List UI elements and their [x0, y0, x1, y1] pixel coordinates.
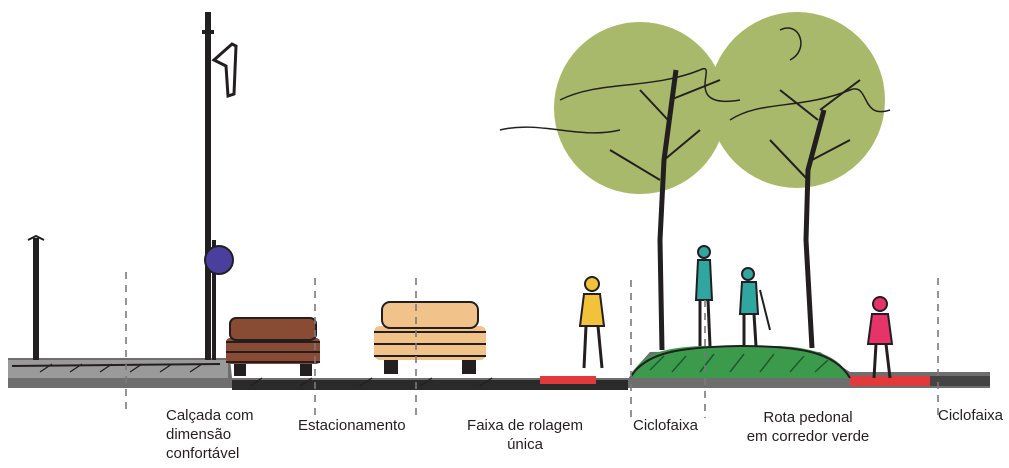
label-sidewalk-line-3: confortável: [166, 445, 240, 462]
label-bike-right: Ciclofaixa: [938, 406, 1003, 425]
label-parking-text: Estacionamento: [298, 417, 406, 434]
utility-pole: [202, 12, 238, 360]
label-lane: Faixa de rolagem única: [455, 416, 595, 454]
car-brown: [226, 317, 320, 376]
label-bike-right-text: Ciclofaixa: [938, 407, 1004, 424]
label-sidewalk-line-1: Calçada com: [166, 407, 254, 424]
label-bike-left-text: Ciclofaixa: [633, 417, 699, 434]
label-bike-left: Ciclofaixa: [633, 416, 698, 435]
traffic-sign: [204, 245, 234, 275]
person-yellow: [578, 276, 606, 369]
label-lane-line-2: única: [507, 436, 543, 453]
label-pedestrian: Rota pedonal em corredor verde: [738, 408, 878, 446]
label-pedestrian-line-1: Rota pedonal: [763, 409, 853, 426]
person-teal-2: [738, 267, 771, 347]
label-sidewalk-line-2: dimensão: [166, 426, 232, 443]
tree-canopies: [554, 12, 885, 194]
car-tan: [374, 301, 486, 374]
label-pedestrian-line-2: em corredor verde: [746, 428, 870, 445]
tree-trunks: [499, 27, 891, 351]
street-post-left: [27, 234, 45, 360]
person-teal-1: [694, 245, 714, 347]
label-lane-line-1: Faixa de rolagem: [467, 417, 583, 434]
person-pink: [866, 296, 894, 379]
label-parking: Estacionamento: [298, 416, 406, 435]
green-median: [629, 344, 851, 379]
label-sidewalk: Calçada com dimensão confortável: [166, 406, 254, 463]
section-dividers: [125, 272, 939, 418]
